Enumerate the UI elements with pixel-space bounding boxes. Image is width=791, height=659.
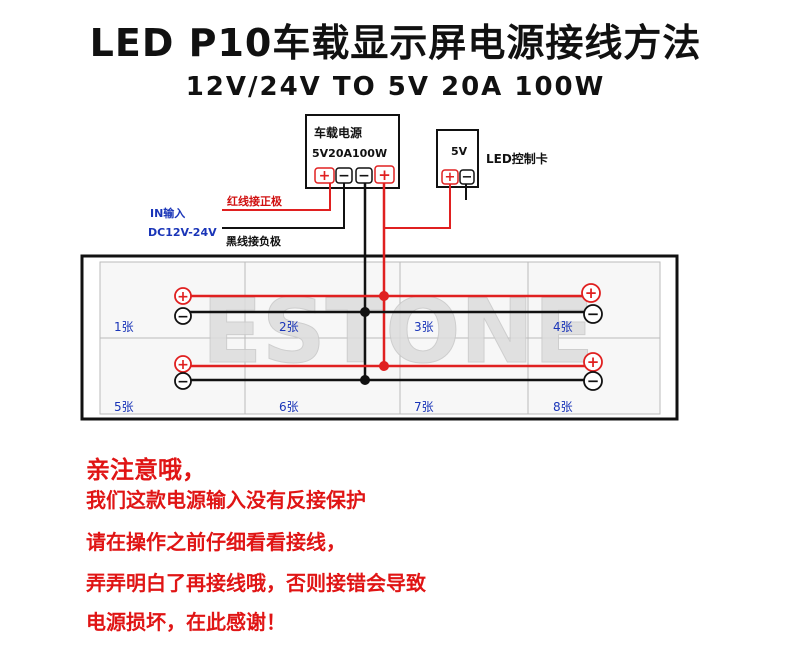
junction-dot bbox=[379, 291, 389, 301]
power-terminal-plus-out: + bbox=[374, 165, 395, 184]
svg-text:−: − bbox=[177, 374, 189, 390]
panel-label: 2张 bbox=[279, 320, 299, 334]
panel-label: 7张 bbox=[414, 400, 434, 414]
svg-text:+: + bbox=[378, 166, 391, 184]
panel-label: 3张 bbox=[414, 320, 434, 334]
panel-minus-icon: − bbox=[174, 372, 192, 390]
input-red-wire bbox=[222, 180, 331, 211]
svg-text:−: − bbox=[177, 309, 189, 325]
red-wire-label: 红线接正极 bbox=[227, 195, 282, 208]
panel-label: 1张 bbox=[114, 320, 134, 334]
notes-line: 弄弄明白了再接线哦，否则接错会导致 bbox=[86, 571, 426, 595]
svg-text:+: + bbox=[587, 353, 600, 371]
svg-text:+: + bbox=[585, 284, 598, 302]
controller-positive-wire bbox=[384, 181, 451, 229]
power-supply-name: 车载电源 bbox=[314, 126, 363, 140]
power-terminal-plus-in: + bbox=[314, 167, 335, 184]
panel-label: 5张 bbox=[114, 400, 134, 414]
panel-plus-icon: + bbox=[583, 352, 603, 372]
panel-label: 8张 bbox=[553, 400, 573, 414]
svg-text:+: + bbox=[319, 168, 331, 184]
panel-plus-icon: + bbox=[174, 287, 192, 305]
svg-text:−: − bbox=[358, 168, 370, 184]
input-black-wire bbox=[222, 180, 345, 229]
junction-dot bbox=[379, 361, 389, 371]
page-title: LED P10车载显示屏电源接线方法 bbox=[89, 21, 702, 65]
svg-text:+: + bbox=[177, 289, 189, 305]
controller-terminal-plus: + bbox=[441, 169, 459, 185]
power-supply-spec: 5V20A100W bbox=[312, 147, 388, 160]
controller-name: LED控制卡 bbox=[486, 152, 548, 166]
panel-minus-icon: − bbox=[583, 371, 603, 391]
panel-minus-icon: − bbox=[583, 304, 603, 324]
notes-line: 我们这款电源输入没有反接保护 bbox=[86, 488, 366, 512]
junction-dot bbox=[360, 307, 370, 317]
svg-text:−: − bbox=[587, 305, 600, 323]
panel-plus-icon: + bbox=[174, 355, 192, 373]
input-label: IN输入 bbox=[150, 207, 186, 220]
svg-text:+: + bbox=[177, 357, 189, 373]
controller-terminal-minus: − bbox=[459, 169, 475, 185]
svg-text:−: − bbox=[587, 372, 600, 390]
notes-line: 电源损坏，在此感谢！ bbox=[86, 610, 286, 634]
input-voltage: DC12V-24V bbox=[148, 226, 217, 239]
svg-text:−: − bbox=[462, 170, 473, 185]
panel-label: 6张 bbox=[279, 400, 299, 414]
svg-text:−: − bbox=[338, 168, 350, 184]
controller-voltage: 5V bbox=[451, 145, 468, 158]
notes-heading: 亲注意哦， bbox=[86, 456, 206, 484]
power-terminal-minus-out: − bbox=[355, 167, 373, 184]
black-wire-label: 黑线接负极 bbox=[226, 235, 281, 248]
panel-label: 4张 bbox=[553, 320, 573, 334]
power-terminal-minus-in: − bbox=[335, 167, 353, 184]
junction-dot bbox=[360, 375, 370, 385]
svg-text:+: + bbox=[445, 170, 456, 185]
page-subtitle: 12V/24V TO 5V 20A 100W bbox=[185, 72, 606, 102]
panel-plus-icon: + bbox=[581, 283, 601, 303]
panel-minus-icon: − bbox=[174, 307, 192, 325]
notes-line: 请在操作之前仔细看看接线， bbox=[86, 530, 346, 554]
